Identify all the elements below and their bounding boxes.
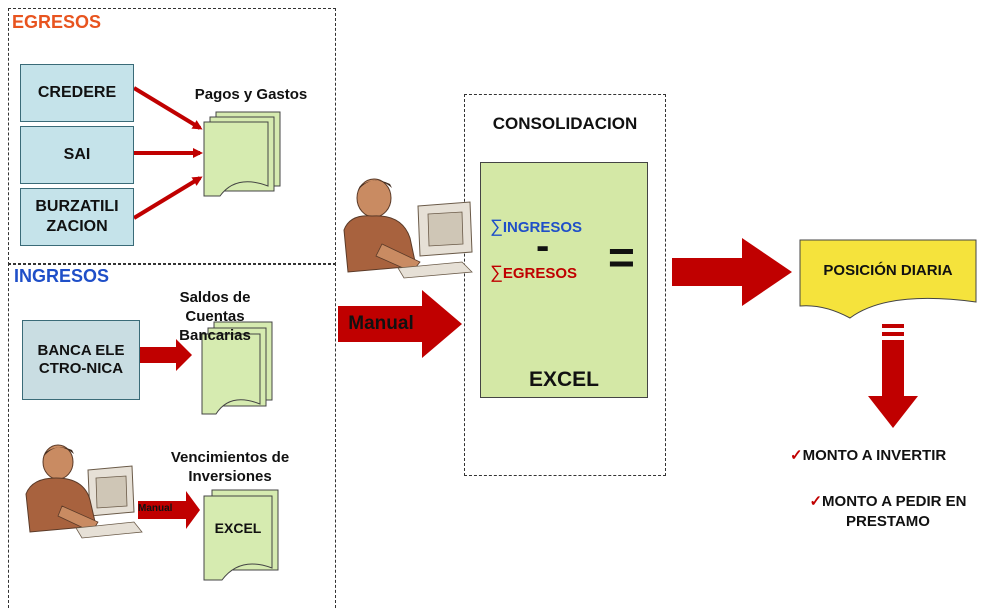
egresos-title: EGRESOS <box>12 12 102 32</box>
pagos-label: Pagos y Gastos <box>194 86 308 103</box>
manual-big-arrow <box>338 290 462 358</box>
burzatilizacion-arrow <box>132 176 203 220</box>
ingresos-section <box>8 263 336 608</box>
manual-arrow-label: Manual <box>348 313 414 334</box>
egresos-term: ∑EGRESOS <box>490 262 577 283</box>
egresos-term-text: EGRESOS <box>502 265 578 282</box>
vencimientos-label: Vencimientos de Inversiones <box>170 449 290 485</box>
saldos-label: Saldos de Cuentas Bancarias <box>179 289 251 344</box>
saldos-doc-stack <box>201 321 273 415</box>
banca-arrow <box>140 339 192 371</box>
posicion-shape <box>799 239 977 319</box>
person-figure-top <box>343 178 473 279</box>
credere-box: CREDERE <box>20 64 134 122</box>
outcome-invertir-text: MONTO A INVERTIR <box>802 447 947 464</box>
ingresos-term: ∑INGRESOS <box>490 216 582 237</box>
consolidacion-arrow <box>672 238 792 306</box>
check-icon: ✓ <box>809 493 823 510</box>
excel-consolidation-box <box>480 162 648 398</box>
person-figure-bottom <box>25 444 143 539</box>
ingresos-title: INGRESOS <box>14 266 110 286</box>
manual-small-label: Manual <box>138 503 173 514</box>
inversiones-excel-label: EXCEL <box>214 520 262 536</box>
ingresos-term-text: INGRESOS <box>502 219 583 236</box>
posicion-diaria-label: POSICIÓN DIARIA <box>823 262 953 279</box>
excel-label: EXCEL <box>528 368 599 391</box>
manual-small-arrow <box>138 491 200 529</box>
egresos-section <box>8 8 336 265</box>
outcome-invertir: ✓MONTO A INVERTIR <box>790 446 986 464</box>
sai-box: SAI <box>20 126 134 184</box>
outcome-pedir-text: MONTO A PEDIR EN PRESTAMO <box>822 493 967 530</box>
outcome-pedir: ✓MONTO A PEDIR EN PRESTAMO <box>790 492 986 532</box>
minus-sign: - <box>536 224 550 268</box>
inversiones-doc-stack <box>203 489 279 581</box>
check-icon: ✓ <box>790 447 803 464</box>
credere-arrow <box>132 86 203 130</box>
banca-electronica-box: BANCA ELECTRO-NICA <box>22 320 140 400</box>
consolidacion-title: CONSOLIDACION <box>492 114 638 133</box>
burzatilizacion-box: BURZATILI ZACION <box>20 188 134 246</box>
consolidacion-section <box>464 94 666 476</box>
pagos-doc-stack <box>203 111 281 197</box>
down-arrow <box>868 324 918 428</box>
equals-sign: = <box>608 231 635 283</box>
sigma-egresos: ∑ <box>490 262 503 282</box>
sigma-ingresos: ∑ <box>490 216 503 236</box>
